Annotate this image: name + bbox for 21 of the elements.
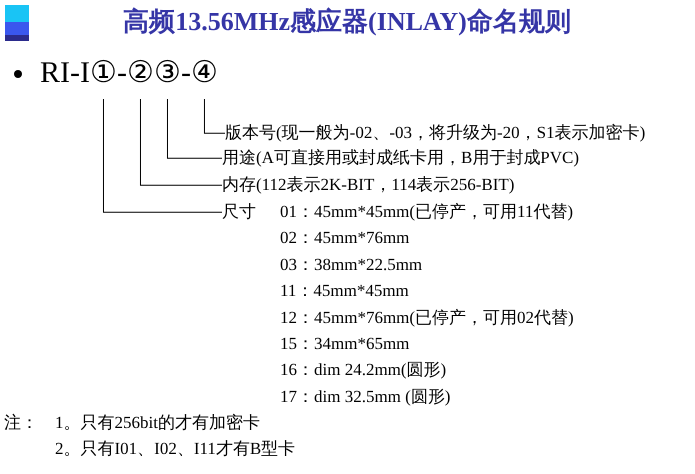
size-entry: 15：34mm*65mm xyxy=(280,334,410,354)
title: 高频13.56MHz感应器(INLAY)命名规则 xyxy=(123,6,571,38)
leader-line xyxy=(140,98,222,186)
size-entry: 16：dim 24.2mm(圆形) xyxy=(280,360,446,381)
leader-line xyxy=(166,98,222,159)
size-entry: 12：45mm*76mm(已停产，可用02代替) xyxy=(280,308,574,328)
annotation-text: 内存(112表示2K-BIT，114表示256-BIT) xyxy=(222,175,514,196)
annotation-text: 版本号(现一般为-02、-03，将升级为-20，S1表示加密卡) xyxy=(225,123,646,144)
annotation-text: 尺寸 xyxy=(222,202,256,222)
annotation-text: 用途(A可直接用或封成纸卡用，B用于封成PVC) xyxy=(222,148,580,168)
size-entry: 17：dim 32.5mm (圆形) xyxy=(280,386,450,408)
size-entry: 03：38mm*22.5mm xyxy=(280,254,422,276)
leader-line xyxy=(102,98,222,213)
note-text: 1。只有256bit的才有加密卡 xyxy=(55,413,260,434)
part-number-code: RI-I①-②③-④ xyxy=(40,55,218,99)
size-entry: 01：45mm*45mm(已停产，可用11代替) xyxy=(280,202,574,222)
size-entry: 11：45mm*45mm xyxy=(280,281,409,302)
note-text: 2。只有I01、I02、I11才有B型卡 xyxy=(55,439,296,460)
leader-line xyxy=(204,98,226,134)
size-entry: 02：45mm*76mm xyxy=(280,228,410,249)
note-label: 注： xyxy=(4,413,38,434)
